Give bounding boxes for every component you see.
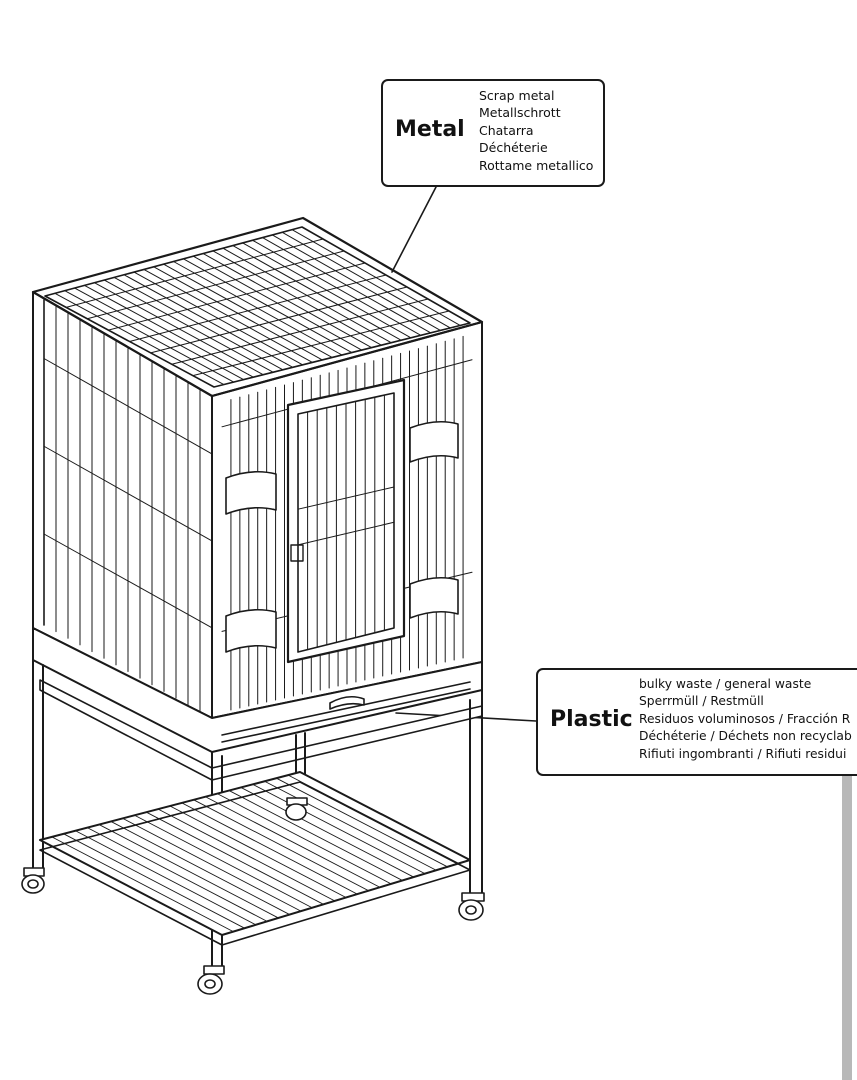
cage-door	[286, 378, 406, 664]
metal-line: Chatarra	[479, 122, 534, 138]
metal-leader-line	[391, 186, 437, 273]
plastic-title: Plastic	[550, 707, 633, 732]
metal-label-box: Metal Scrap metal Metallschrott Chatarra…	[381, 79, 605, 187]
caster-wheels	[21, 797, 485, 995]
plastic-line: Rifiuti ingombranti / Rifiuti residui	[639, 746, 847, 761]
metal-title: Metal	[395, 117, 465, 142]
cage-front	[211, 321, 483, 719]
plastic-translations: bulky waste / general waste Sperrmüll / …	[639, 676, 852, 763]
plastic-line: bulky waste / general waste	[639, 677, 812, 691]
cage-roof	[31, 216, 484, 398]
feeder-cups	[225, 420, 459, 653]
metal-translations: Scrap metal Metallschrott Chatarra Déché…	[479, 87, 593, 174]
plastic-line: Déchéterie / Déchets non recyclab	[639, 729, 852, 744]
plastic-line: Sperrmüll / Restmüll	[639, 694, 764, 709]
scrollbar-thumb[interactable]	[842, 776, 852, 1080]
metal-line: Rottame metallico	[479, 157, 594, 173]
metal-line: Scrap metal	[479, 88, 555, 103]
plastic-line: Residuos voluminosos / Fracción R	[639, 711, 851, 726]
metal-line: Déchéterie	[479, 140, 548, 156]
bottom-shelf	[39, 771, 471, 946]
metal-line: Metallschrott	[479, 105, 561, 121]
plastic-label-box: Plastic bulky waste / general waste Sper…	[536, 668, 857, 776]
